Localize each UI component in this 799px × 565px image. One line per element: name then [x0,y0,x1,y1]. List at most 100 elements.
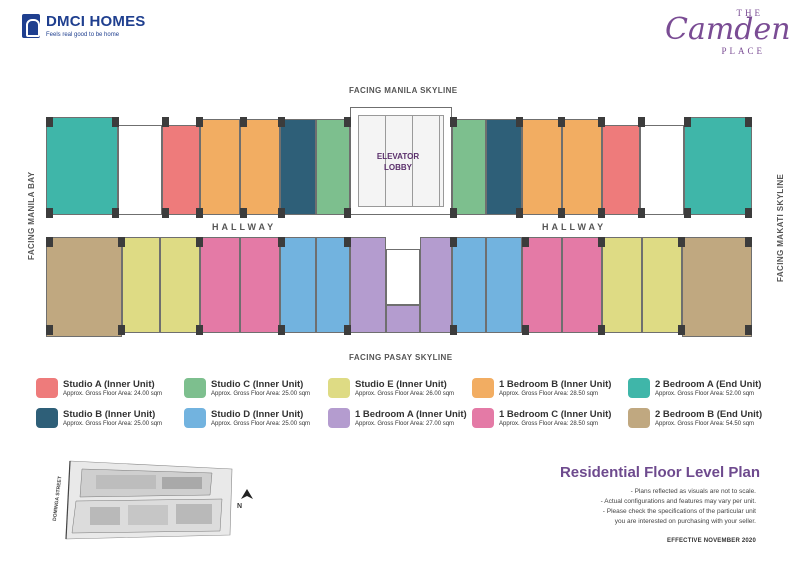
floor-plan-unit-studio-d [280,237,316,333]
structural-column [598,117,605,127]
structural-column [522,237,529,247]
project-logo-place: PLACE [721,46,765,56]
site-location-map [62,455,238,543]
structural-column [162,208,169,218]
legend-unit-area: Approx. Gross Floor Area: 25.00 sqm [63,420,163,427]
floor-plan-unit-studio-e [642,237,682,333]
legend-unit-name: Studio E (Inner Unit) [355,378,447,390]
floor-plan-unit-two-bedroom-a [46,117,118,215]
floor-plan-unit-one-bedroom-a [420,237,452,333]
legend-item-studio-b: Studio B (Inner Unit)Approx. Gross Floor… [36,408,186,428]
structural-column [46,325,53,335]
floor-plan-unit-one-bedroom-a [350,237,386,333]
structural-column [450,237,457,247]
legend-unit-area: Approx. Gross Floor Area: 26.00 sqm [355,390,455,397]
structural-column [516,117,523,127]
legend-unit-area: Approx. Gross Floor Area: 52.00 sqm [655,390,755,397]
floor-plan-unit-one-bedroom-c [522,237,562,333]
legend-item-one-bedroom-b: 1 Bedroom B (Inner Unit)Approx. Gross Fl… [472,378,622,398]
floor-plan-unit-one-bedroom-a [386,305,420,333]
structural-column [112,117,119,127]
structural-column [240,117,247,127]
structural-column [678,325,685,335]
plan-note: - Plans reflected as visuals are not to … [630,488,756,495]
legend-unit-area: Approx. Gross Floor Area: 54.50 sqm [655,420,755,427]
structural-column [745,208,752,218]
structural-column [638,117,645,127]
floor-plan-unit-studio-a [162,125,200,215]
unit-legend: Studio A (Inner Unit)Approx. Gross Floor… [36,378,776,430]
elevator-shafts [358,115,444,207]
elevator-lobby-label: ELEVATOR LOBBY [372,151,424,173]
legend-unit-area: Approx. Gross Floor Area: 25.00 sqm [211,390,311,397]
structural-column [46,237,53,247]
structural-column [278,237,285,247]
legend-item-studio-c: Studio C (Inner Unit)Approx. Gross Floor… [184,378,334,398]
floor-plan-unit-two-bedroom-b [682,237,752,337]
structural-column [118,237,125,247]
structural-column [558,117,565,127]
legend-unit-area: Approx. Gross Floor Area: 28.50 sqm [499,420,599,427]
floor-plan-unit-studio-c [452,119,486,215]
structural-column [450,325,457,335]
floor-plan: HALLWAY HALLWAY ELEVATOR LOBBY [46,99,752,344]
legend-item-two-bedroom-a: 2 Bedroom A (End Unit)Approx. Gross Floo… [628,378,778,398]
structural-column [112,208,119,218]
effective-date: EFFECTIVE NOVEMBER 2020 [667,538,756,544]
dmci-logo: DMCI HOMES Feels real good to be home [22,14,146,39]
legend-item-two-bedroom-b: 2 Bedroom B (End Unit)Approx. Gross Floo… [628,408,778,428]
structural-column [46,117,53,127]
legend-swatch [328,378,350,398]
north-label: N [237,503,243,510]
legend-swatch [628,378,650,398]
structural-column [344,208,351,218]
structural-column [278,325,285,335]
structural-column [344,117,351,127]
floor-plan-unit-studio-e [160,237,200,333]
dmci-house-icon [22,14,40,38]
legend-unit-name: Studio B (Inner Unit) [63,408,156,420]
legend-item-studio-d: Studio D (Inner Unit)Approx. Gross Floor… [184,408,334,428]
legend-unit-area: Approx. Gross Floor Area: 28.50 sqm [499,390,599,397]
floor-plan-unit-studio-d [316,237,350,333]
legend-swatch [472,378,494,398]
structural-column [678,237,685,247]
legend-unit-name: 1 Bedroom A (Inner Unit) [355,408,467,420]
legend-unit-area: Approx. Gross Floor Area: 25.00 sqm [211,420,311,427]
structural-column [684,208,691,218]
structural-column [196,325,203,335]
structural-column [118,325,125,335]
structural-column [240,208,247,218]
structural-column [450,208,457,218]
legend-unit-name: Studio C (Inner Unit) [211,378,304,390]
facing-bottom-label: FACING PASAY SKYLINE [349,353,453,362]
structural-column [344,237,351,247]
legend-item-one-bedroom-c: 1 Bedroom C (Inner Unit)Approx. Gross Fl… [472,408,622,428]
structural-column [522,325,529,335]
plan-note: - Actual configurations and features may… [600,498,756,505]
legend-swatch [36,378,58,398]
facing-right-label: FACING MAKATI SKYLINE [776,173,785,282]
legend-unit-area: Approx. Gross Floor Area: 27.00 sqm [355,420,455,427]
floor-plan-unit-studio-c [316,119,350,215]
floor-plan-unit-studio-a [602,125,640,215]
hallway-label-left: HALLWAY [212,222,277,232]
structural-column [196,208,203,218]
plan-title: Residential Floor Level Plan [559,464,760,481]
structural-column [598,237,605,247]
legend-swatch [36,408,58,428]
floor-plan-unit-one-bedroom-b [240,119,280,215]
structural-column [558,208,565,218]
floor-plan-unit-studio-b [280,119,316,215]
hallway-label-right: HALLWAY [542,222,607,232]
north-arrow-icon [241,489,253,499]
plan-notes: - Plans reflected as visuals are not to … [500,487,756,527]
brand-tagline: Feels real good to be home [46,32,120,38]
structural-column [278,208,285,218]
legend-unit-name: 2 Bedroom A (End Unit) [655,378,762,390]
floor-plan-unit-studio-e [122,237,160,333]
floor-plan-unit-two-bedroom-b [46,237,122,337]
legend-swatch [184,408,206,428]
legend-unit-area: Approx. Gross Floor Area: 24.00 sqm [63,390,163,397]
floor-plan-unit-one-bedroom-b [200,119,240,215]
